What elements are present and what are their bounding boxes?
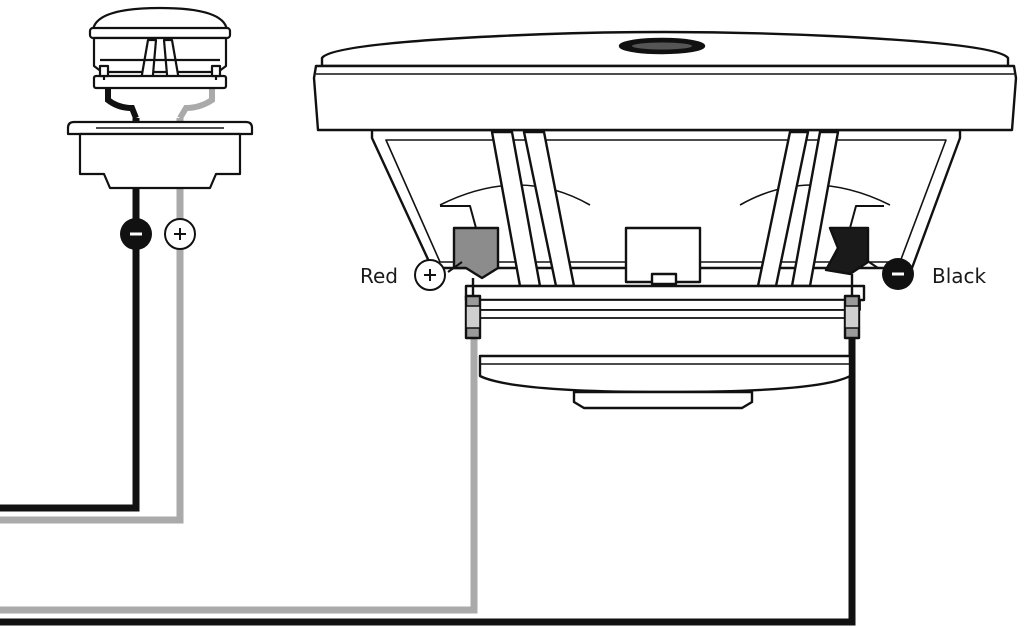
tweeter-bracket (92, 74, 228, 90)
woofer-positive-wire (0, 338, 478, 614)
black-terminal-tab (824, 226, 870, 276)
tweeter-dome-rim (88, 26, 232, 40)
tweeter-lead-positive (177, 84, 215, 120)
woofer-negative-symbol (882, 258, 914, 290)
woofer-grille-rim (312, 64, 1018, 132)
tweeter-cup (78, 132, 242, 190)
tweeter-body (92, 36, 228, 74)
red-terminal-tab (452, 226, 500, 280)
tweeter (66, 6, 254, 190)
tweeter-positive-wire (0, 118, 184, 524)
woofer-magnet (478, 354, 852, 394)
woofer-magnet-base (572, 390, 754, 410)
black-label: Black (932, 264, 987, 288)
tweeter-dome (91, 6, 229, 32)
red-label: Red (360, 264, 398, 288)
woofer-negative-wire (0, 338, 856, 626)
woofer (312, 30, 1018, 410)
tweeter-lead-negative (105, 84, 139, 120)
woofer-positive-symbol (414, 259, 446, 291)
woofer-mounting-plate (464, 284, 866, 302)
tweeter-positive-symbol (164, 218, 196, 250)
tweeter-negative-symbol (120, 218, 152, 250)
